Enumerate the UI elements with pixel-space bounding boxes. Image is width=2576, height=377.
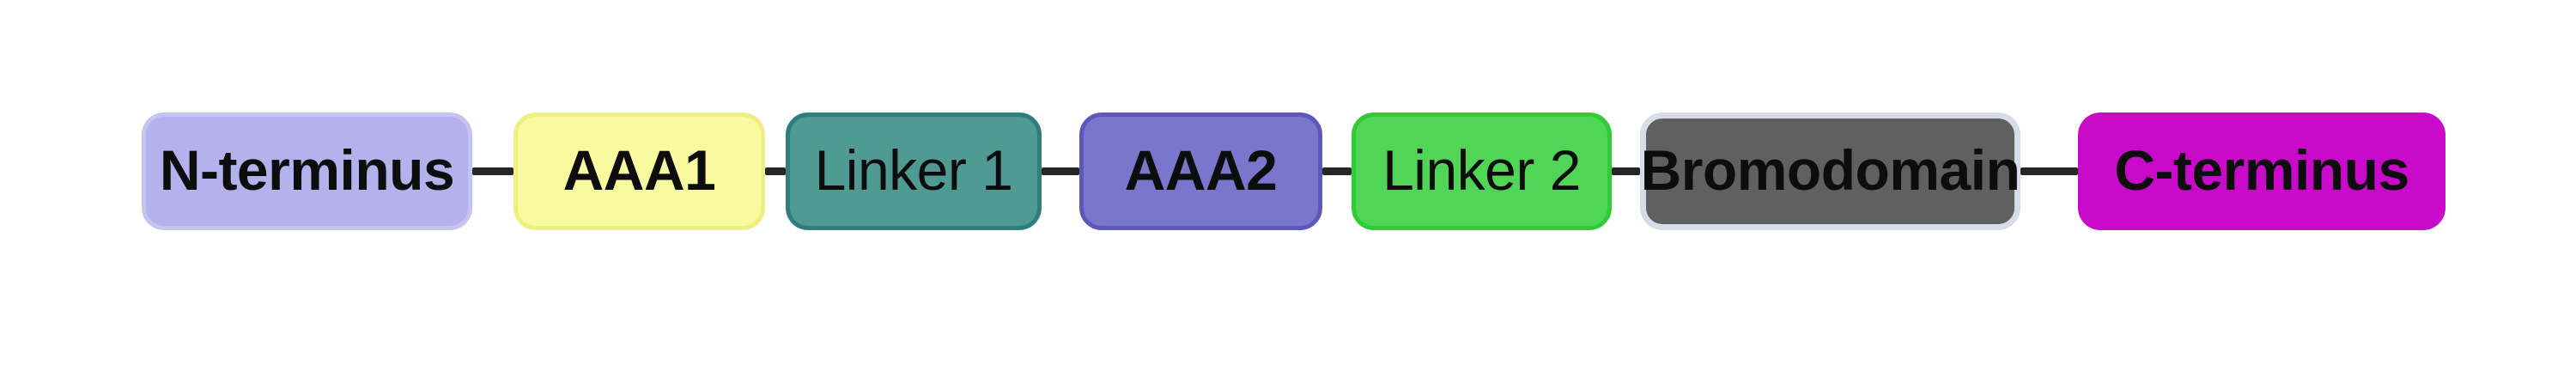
domain-box-aaa2: AAA2: [1079, 112, 1322, 230]
domain-box-c-terminus: C-terminus: [2078, 112, 2445, 230]
domain-box-linker-1: Linker 1: [786, 112, 1042, 230]
domain-label-n-terminus: N-terminus: [159, 137, 455, 202]
domain-label-bromodomain: Bromodomain: [1640, 137, 2020, 202]
connector-line-1: [472, 167, 513, 175]
domain-label-aaa2: AAA2: [1124, 137, 1278, 202]
domain-label-aaa1: AAA1: [562, 137, 716, 202]
domain-label-linker-2: Linker 2: [1382, 137, 1581, 202]
connector-line-2: [765, 167, 786, 175]
domain-row: N-terminus AAA1 Linker 1 AAA2 Linker 2 B…: [142, 112, 2445, 230]
connector-line-6: [2020, 167, 2078, 175]
domain-label-linker-1: Linker 1: [814, 137, 1013, 202]
domain-box-aaa1: AAA1: [513, 112, 765, 230]
domain-box-linker-2: Linker 2: [1352, 112, 1612, 230]
connector-line-4: [1322, 167, 1352, 175]
connector-line-5: [1612, 167, 1640, 175]
connector-line-3: [1042, 167, 1079, 175]
domain-label-c-terminus: C-terminus: [2114, 137, 2409, 202]
domain-box-n-terminus: N-terminus: [142, 112, 472, 230]
domain-box-bromodomain: Bromodomain: [1640, 112, 2020, 230]
